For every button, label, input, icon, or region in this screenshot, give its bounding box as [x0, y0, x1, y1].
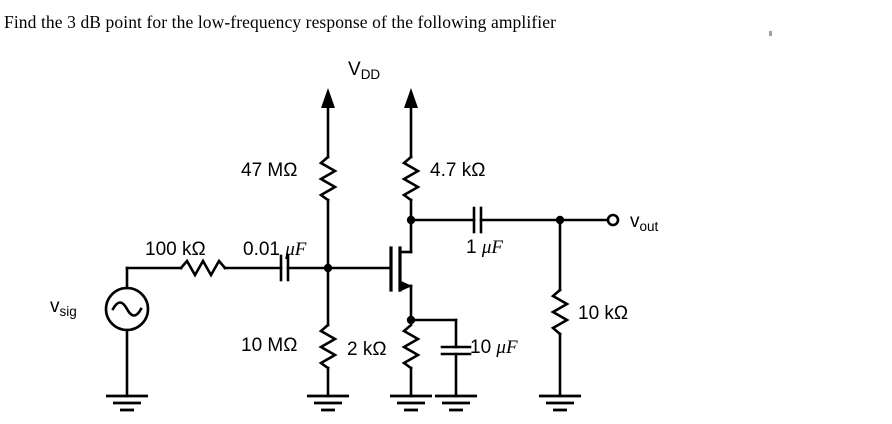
- resistor-rg1-zigzag: [318, 155, 338, 202]
- ac-source-sine-icon: [111, 301, 143, 317]
- ground-symbol-cs: [435, 394, 477, 412]
- page-title: Find the 3 dB point for the low-frequenc…: [4, 12, 557, 32]
- label-vdd: VDD: [348, 60, 380, 81]
- label-rg1: 47 MΩ: [241, 160, 298, 181]
- mosfet-source-arrowhead: [399, 280, 412, 292]
- resistor-rd-zigzag: [401, 155, 421, 202]
- vout-main: v: [630, 211, 640, 232]
- label-cout: 1 μF: [466, 238, 503, 257]
- vdd-arrowhead-right: [404, 88, 418, 108]
- resistor-rl-zigzag: [550, 288, 570, 336]
- label-vout: vout: [630, 212, 658, 233]
- label-rs: 2 kΩ: [347, 339, 387, 360]
- cs-value: 10: [470, 337, 492, 358]
- cout-unit: μF: [481, 237, 504, 258]
- node-dot-source: [406, 315, 416, 325]
- resistor-rg2-zigzag: [318, 323, 338, 370]
- label-rsig: 100 kΩ: [145, 239, 206, 260]
- ground-symbol-rl: [539, 394, 581, 412]
- node-dot-drain: [406, 215, 416, 225]
- resistor-rsig-zigzag: [179, 258, 227, 278]
- vsig-sub: sig: [59, 303, 77, 319]
- ground-symbol-vsig: [106, 394, 148, 412]
- label-rd: 4.7 kΩ: [430, 160, 486, 181]
- ground-symbol-rs: [390, 394, 432, 412]
- vdd-sub: DD: [360, 66, 381, 82]
- vdd-arrowhead-left: [321, 88, 335, 108]
- cs-unit: μF: [496, 337, 518, 358]
- stray-mark: [769, 31, 772, 36]
- resistor-rs-zigzag: [401, 323, 421, 370]
- label-vsig: vsig: [50, 297, 77, 318]
- output-terminal-circle: [606, 213, 620, 227]
- cout-value: 1: [466, 237, 477, 258]
- label-rl: 10 kΩ: [578, 303, 629, 324]
- vdd-main: V: [348, 59, 361, 80]
- label-cin: 0.01 μF: [243, 240, 306, 259]
- label-cs: 10 μF: [470, 338, 518, 357]
- ground-symbol-rg2: [307, 394, 349, 412]
- node-dot-gate: [323, 263, 333, 273]
- node-dot-output: [555, 215, 565, 225]
- vout-sub: out: [639, 218, 659, 234]
- cin-value: 0.01: [243, 239, 280, 260]
- cin-unit: μF: [285, 239, 307, 260]
- vsig-main: v: [50, 296, 60, 317]
- label-rg2: 10 MΩ: [241, 335, 298, 356]
